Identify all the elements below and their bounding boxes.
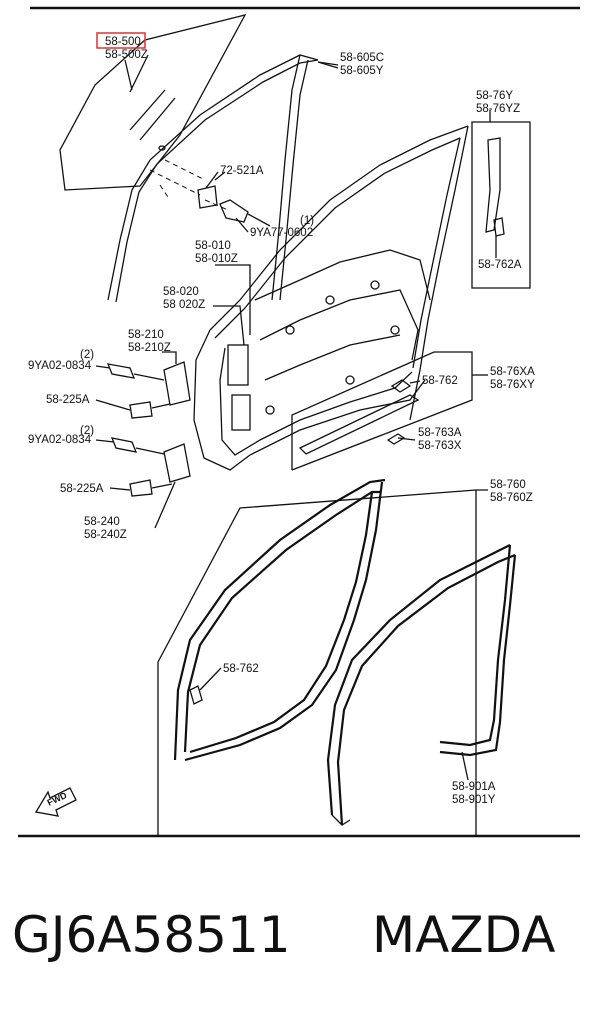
belt-weatherstrip-part (291, 351, 488, 471)
label-58-605y: 58-605Y (340, 65, 384, 77)
label-58-76yz: 58-76YZ (476, 103, 520, 115)
leader-58-010 (215, 264, 251, 335)
label-58-76xa: 58-76XA (490, 366, 535, 378)
label-58-020: 58-020 (163, 286, 199, 298)
label-58-210: 58-210 (128, 329, 164, 341)
label-72-521a: 72-521A (220, 165, 264, 177)
highlight-box (96, 32, 146, 49)
opening-trim-part (326, 544, 517, 826)
label-58-763a: 58-763A (418, 427, 462, 439)
label-58-762a: 58-762A (478, 259, 522, 271)
label-58-010: 58-010 (195, 240, 231, 252)
glass-run-channel-part (107, 54, 339, 303)
door-weatherstrip-part (173, 478, 386, 762)
bracket-box-58-76y (471, 110, 531, 289)
brand-text: MAZDA (372, 906, 555, 964)
label-58-010z: 58-010Z (195, 253, 238, 265)
leader-58-760 (157, 489, 488, 835)
door-frame-part (193, 125, 469, 471)
part-number-text: GJ6A58511 (12, 906, 291, 964)
label-58-225a-lower: 58-225A (60, 483, 104, 495)
label-58-760: 58-760 (490, 479, 526, 491)
guide-dashed-lines (149, 159, 229, 211)
door-glass-part (59, 14, 247, 191)
label-9ya02-0834-upper: 9YA02-0834 (28, 360, 92, 372)
fwd-arrow-icon (34, 787, 77, 817)
label-58-020z: 58 020Z (163, 299, 205, 311)
label-58-605c: 58-605C (340, 52, 384, 64)
label-58-500: 58-500 (105, 36, 141, 48)
label-58-760z: 58-760Z (490, 492, 533, 504)
label-58-762-belt: 58-762 (422, 375, 458, 387)
label-58-500z: 58-500Z (105, 49, 148, 61)
leader-lines (95, 59, 497, 781)
label-58-240: 58-240 (84, 516, 120, 528)
label-58-210z: 58-210Z (128, 342, 171, 354)
label-58-901a: 58-901A (452, 781, 496, 793)
label-58-901y: 58-901Y (452, 794, 496, 806)
label-58-76y: 58-76Y (476, 90, 513, 102)
label-58-240z: 58-240Z (84, 529, 127, 541)
label-58-225a-upper: 58-225A (46, 394, 90, 406)
label-qty-2-lower: (2) (80, 425, 94, 437)
label-9ya02-0834-lower: 9YA02-0834 (28, 434, 92, 446)
label-58-762-lower: 58-762 (223, 663, 259, 675)
label-58-76xy: 58-76XY (490, 379, 535, 391)
label-9ya77-0602: 9YA77-0602 (250, 227, 313, 239)
clip-and-bolt-part (197, 171, 271, 227)
leader-58-020 (213, 305, 245, 346)
lower-hinge-part (110, 437, 191, 529)
upper-hinge-part (106, 351, 191, 419)
label-58-763x: 58-763X (418, 440, 462, 452)
label-qty-1: (1) (300, 215, 314, 227)
label-qty-2-upper: (2) (80, 349, 94, 361)
